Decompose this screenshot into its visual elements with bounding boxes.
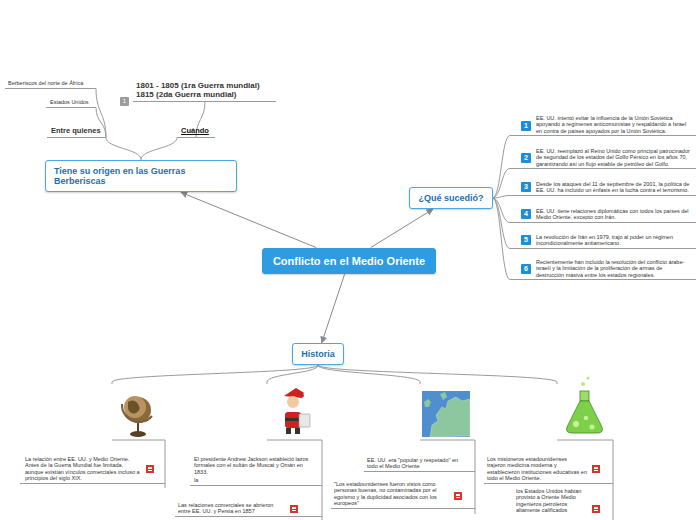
- item-text: EE. UU. tiene relaciones diplomáticas co…: [536, 208, 690, 221]
- callout-number: 2: [521, 153, 531, 163]
- topic-box: Historia: [292, 343, 344, 365]
- underline: [510, 248, 696, 249]
- connector-arrow: [322, 274, 345, 343]
- topic-box: ¿Qué sucedió?: [409, 187, 492, 209]
- central-topic: Conflicto en el Medio Oriente: [262, 248, 436, 275]
- callout-number: 5: [521, 235, 531, 245]
- branch-lines: [5, 89, 696, 517]
- underline: [331, 508, 475, 509]
- leaf-label: Estados Unidos: [50, 99, 96, 105]
- underline: [175, 516, 322, 517]
- branch-curve: [141, 138, 177, 160]
- topic-label: Cuándo: [181, 127, 215, 136]
- globe-icon: [122, 396, 152, 437]
- item-text: Recientemente han incluido la resolución…: [536, 259, 690, 278]
- branch-line: [112, 382, 113, 384]
- map-icon: [422, 391, 470, 437]
- history-note: "Los estadounidenses fueron vistos como …: [334, 481, 450, 506]
- underline: [20, 483, 165, 484]
- branch-curve: [493, 169, 511, 199]
- underline: [5, 88, 96, 89]
- leaf-label: Berberiscos del norte de África: [8, 80, 100, 86]
- underline: [510, 168, 696, 169]
- item-text: Desde los ataques del 11 de septiembre d…: [536, 181, 690, 194]
- branch-lines: [112, 440, 613, 520]
- underline: [484, 483, 613, 484]
- underline: [364, 471, 475, 472]
- callout-number: 6: [521, 264, 531, 274]
- history-note: Las relaciones comerciales se abrieron e…: [178, 502, 286, 515]
- node-title: Conflicto en el Medio Oriente: [273, 255, 425, 268]
- flask-icon: [567, 377, 603, 434]
- branch-line: [557, 382, 558, 384]
- branch-curve: [493, 196, 511, 199]
- callout-number: 4: [521, 209, 531, 219]
- connector-arrow: [371, 209, 433, 248]
- branch-curve: [318, 365, 557, 382]
- item-text: La revolución de Irán en 1979, trajo al …: [536, 234, 690, 247]
- callout-number: 1: [120, 97, 129, 106]
- history-note: El presidente Andrew Jackson estableció …: [194, 456, 318, 475]
- connector-arrow: [181, 192, 316, 247]
- node-title: Tiene su origen en las Guerras Berberisc…: [54, 166, 228, 187]
- underline: [510, 135, 696, 136]
- date-label: 1801 - 1805 (1ra Guerra mundial): [136, 81, 276, 90]
- history-note: la: [194, 477, 214, 483]
- topic-label: Entre quienes: [51, 127, 111, 136]
- branch-curve: [493, 136, 511, 199]
- underline: [510, 195, 696, 196]
- history-note: Los misioneros estadounidenses trajeron …: [487, 456, 587, 481]
- history-note: los Estados Unidos habían provisto a Ori…: [516, 488, 588, 513]
- branch-line: [267, 382, 268, 384]
- item-text: EE. UU. intentó evitar la influencia de …: [536, 115, 690, 134]
- item-text: EE. UU. reemplazó al Reino Unido como pr…: [536, 148, 690, 167]
- node-title: ¿Qué sucedió?: [418, 193, 483, 203]
- branch-curve: [267, 365, 318, 382]
- branch-curve: [493, 198, 511, 280]
- branch-curve: [318, 365, 420, 382]
- history-note: EE. UU. era "popular y respetado" en tod…: [367, 457, 467, 470]
- topic-box: Tiene su origen en las Guerras Berberisc…: [45, 160, 237, 193]
- callout-number: 1: [521, 121, 531, 131]
- underline: [190, 485, 322, 486]
- underline: [47, 137, 106, 138]
- branch-curve: [112, 365, 318, 382]
- underline: [510, 222, 696, 223]
- branch-line: [420, 382, 421, 384]
- date-label: 1815 (2da Guerra mundial): [136, 90, 276, 99]
- node-title: Historia: [301, 349, 335, 359]
- callout-number: 3: [521, 182, 531, 192]
- history-note: La relación entre EE. UU. y Medio Orient…: [25, 456, 143, 481]
- figure-icon: [284, 388, 310, 434]
- underline: [46, 107, 96, 108]
- underline: [510, 279, 696, 280]
- branch-curve: [106, 138, 141, 160]
